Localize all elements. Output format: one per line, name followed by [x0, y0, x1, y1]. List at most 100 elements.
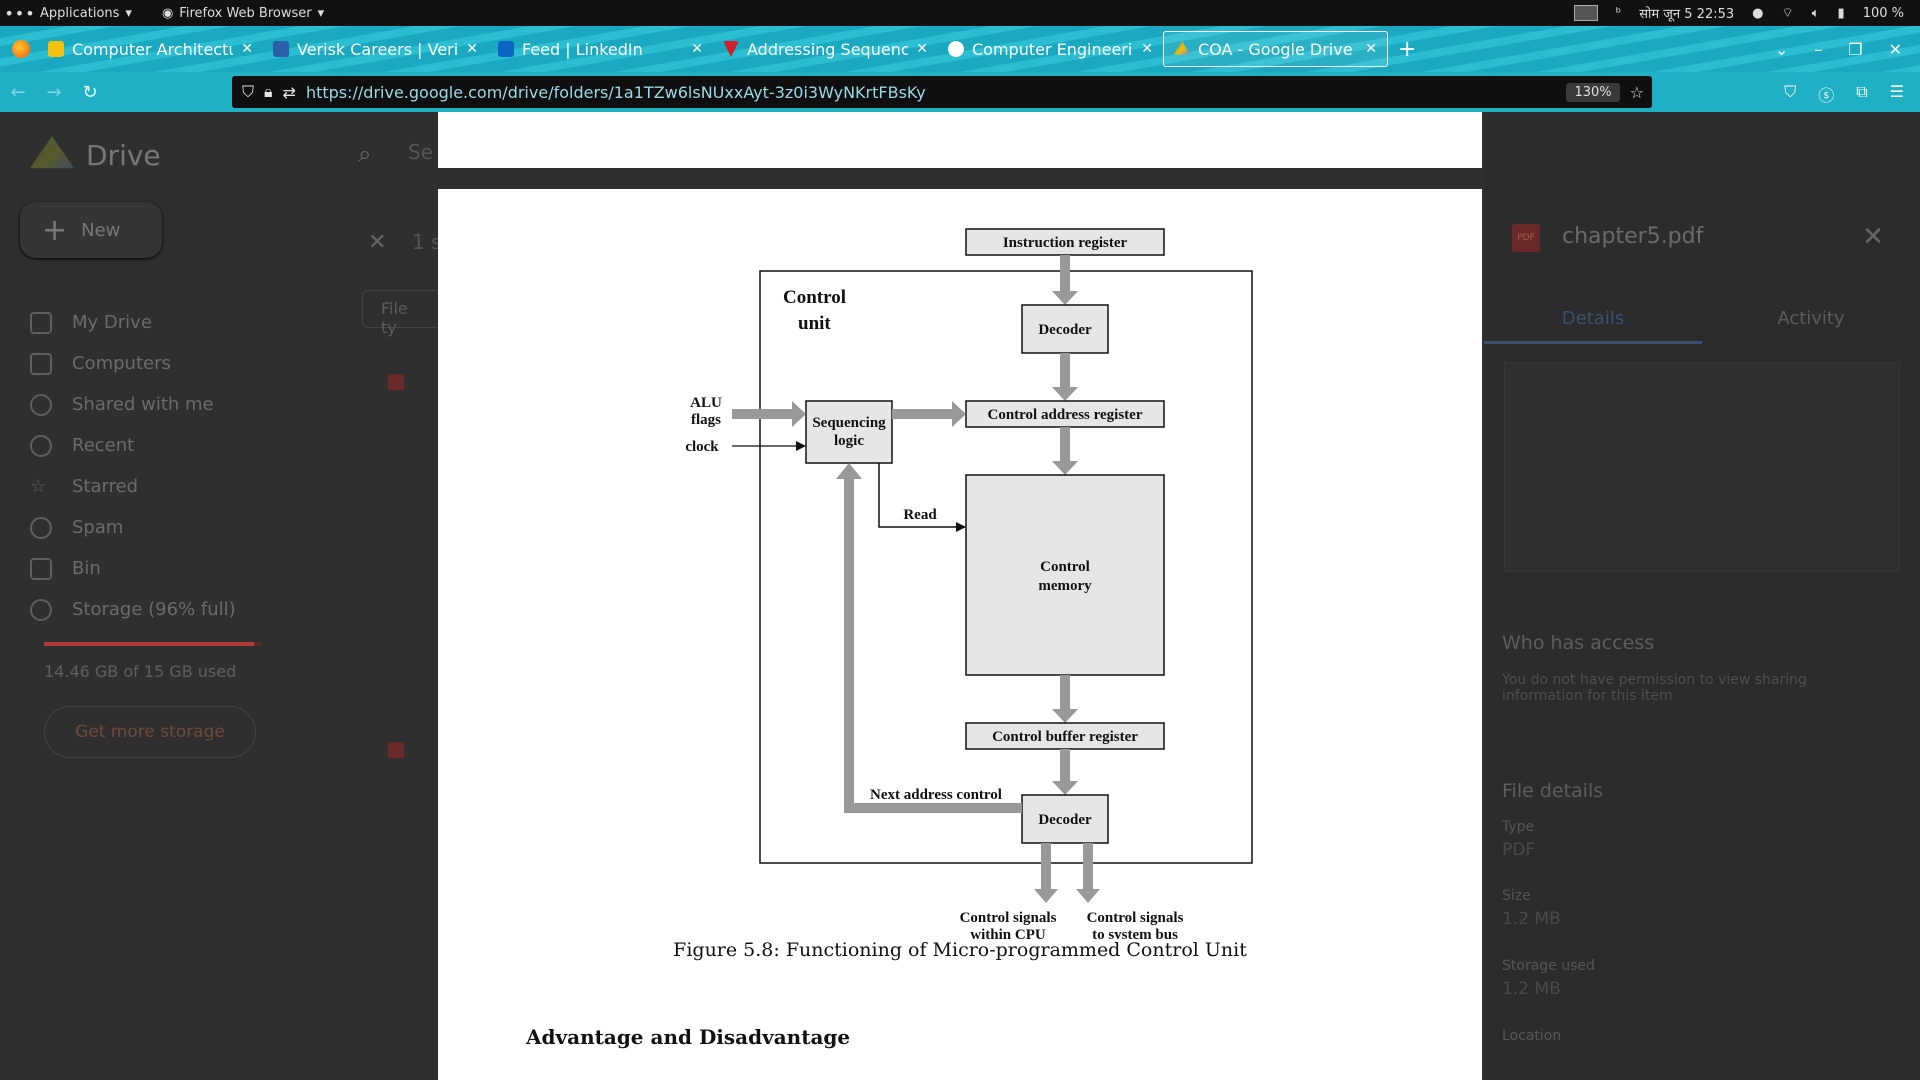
extension-s-icon[interactable]: ⓢ	[1818, 86, 1835, 105]
control-memory-label-1: Control	[1040, 559, 1090, 575]
tab-activity[interactable]: Activity	[1777, 308, 1845, 329]
activities-icon[interactable]: •••	[4, 3, 36, 23]
shield-icon[interactable]: ⛉	[242, 82, 255, 101]
decoder-bottom-label: Decoder	[1038, 812, 1092, 828]
file-preview-thumbnail[interactable]	[1504, 362, 1900, 572]
read-label: Read	[903, 507, 937, 523]
new-button[interactable]: + New	[20, 202, 162, 258]
new-button-label: New	[81, 219, 121, 241]
pdf-page: Control unit Instruction register Decode…	[438, 189, 1482, 1080]
tab-addressing-sequencing[interactable]: Addressing Sequencing ✕	[713, 31, 938, 67]
trash-icon	[30, 557, 52, 580]
bing-icon[interactable]: ᵇ	[1615, 5, 1622, 21]
browser-app-menu[interactable]: ◉ Firefox Web Browser ▾	[162, 6, 324, 21]
drive-logo[interactable]: Drive	[30, 136, 161, 174]
pdf-file-icon: PDF	[1512, 224, 1540, 252]
selection-count: 1 s	[412, 230, 442, 254]
close-icon[interactable]: ✕	[466, 41, 478, 57]
arrow-memory-to-cbr	[1052, 675, 1078, 723]
section-heading: Advantage and Disadvantage	[526, 1025, 851, 1049]
extensions-puzzle-icon[interactable]: ⧉	[1856, 82, 1868, 101]
size-value: 1.2 MB	[1502, 909, 1561, 929]
applications-menu[interactable]: Applications ▾	[40, 6, 132, 21]
cloud-icon	[30, 598, 52, 621]
minimize-icon[interactable]: –	[1814, 39, 1823, 59]
close-icon[interactable]: ✕	[1365, 41, 1377, 57]
sidebar-item-starred[interactable]: ☆Starred	[30, 466, 236, 507]
tab-linkedin[interactable]: Feed | LinkedIn ✕	[488, 31, 713, 67]
tab-coa-google-drive[interactable]: COA - Google Drive ✕	[1163, 31, 1388, 67]
close-window-icon[interactable]: ✕	[1888, 39, 1902, 59]
chevron-down-icon: ▾	[125, 5, 132, 21]
workspace-icon[interactable]	[1573, 5, 1598, 21]
close-icon[interactable]: ✕	[1141, 41, 1153, 57]
pdf-file-icon[interactable]	[388, 374, 404, 390]
tab-label: Computer Architecture	[72, 39, 233, 59]
next-address-control-label: Next address control	[870, 787, 1002, 803]
tab-details[interactable]: Details	[1484, 308, 1702, 344]
get-more-storage-button[interactable]: Get more storage	[44, 706, 256, 758]
close-icon[interactable]: ✕	[916, 41, 928, 57]
signals-cpu-label-2: within CPU	[970, 927, 1046, 939]
file-type-filter[interactable]: File ty	[362, 290, 442, 337]
restore-icon[interactable]: ❐	[1848, 39, 1863, 59]
chevron-down-icon: ▾	[317, 5, 325, 21]
figure-caption: Figure 5.8: Functioning of Micro-program…	[673, 939, 1247, 961]
zoom-level-badge[interactable]: 130%	[1566, 82, 1620, 102]
control-memory-box	[965, 474, 1165, 676]
sidebar-item-label: Bin	[72, 558, 101, 579]
wifi-icon[interactable]: ⌔	[1781, 6, 1794, 21]
sidebar-item-recent[interactable]: Recent	[30, 425, 236, 466]
pdf-file-icon[interactable]	[388, 742, 404, 758]
clock-datetime[interactable]: सोम जून 5 22:53	[1639, 7, 1735, 22]
lock-icon[interactable]: 🔒︎	[264, 82, 273, 101]
decoder-top-label: Decoder	[1038, 322, 1092, 338]
tab-computer-architecture[interactable]: Computer Architecture ✕	[38, 31, 263, 67]
hamburger-menu-icon[interactable]: ☰	[1889, 82, 1904, 101]
close-icon[interactable]: ✕	[241, 41, 253, 57]
computer-icon	[30, 352, 52, 375]
sidebar-item-storage[interactable]: Storage (96% full)	[30, 589, 236, 630]
arrow-car-to-memory	[1052, 427, 1078, 475]
sidebar-item-computers[interactable]: Computers	[30, 343, 236, 384]
alu-flags-label-1: ALU	[690, 395, 722, 411]
url-text[interactable]: https://drive.google.com/drive/folders/1…	[305, 82, 926, 102]
storage-used-text: 14.46 GB of 15 GB used	[44, 662, 237, 681]
close-icon[interactable]: ✕	[691, 41, 703, 57]
volume-icon[interactable]: 🔈︎	[1811, 5, 1820, 21]
arrow-decoder-to-car	[1052, 353, 1078, 401]
control-unit-label-2: unit	[798, 313, 831, 334]
reload-icon[interactable]: ↻	[82, 81, 98, 103]
plus-icon: +	[42, 212, 68, 248]
verisk-icon	[273, 41, 289, 57]
control-address-register-label: Control address register	[988, 407, 1143, 423]
search-input[interactable]: Se	[408, 140, 433, 164]
close-icon[interactable]: ✕	[1862, 222, 1884, 252]
battery-icon[interactable]: ▮	[1837, 5, 1845, 21]
search-icon[interactable]: ⌕	[358, 140, 372, 168]
permissions-icon[interactable]: ⇄	[282, 82, 296, 102]
tab-label: Feed | LinkedIn	[522, 39, 643, 59]
tab-label: Addressing Sequencing	[747, 39, 909, 59]
storage-used-label: Storage used	[1502, 958, 1595, 974]
star-bookmark-icon[interactable]: ☆	[1629, 82, 1644, 102]
address-bar[interactable]: ⛉ 🔒︎ ⇄ https://drive.google.com/drive/fo…	[232, 76, 1652, 108]
pocket-icon[interactable]: ⛉	[1784, 82, 1797, 101]
sidebar-item-my-drive[interactable]: My Drive	[30, 302, 236, 343]
tab-computer-engineering[interactable]: Computer Engineering ✕	[938, 31, 1163, 67]
back-arrow-icon[interactable]: ←	[10, 81, 26, 103]
tab-list-chevron-icon[interactable]: ⌄	[1774, 39, 1789, 59]
drive-folder-icon	[30, 311, 52, 334]
forward-arrow-icon[interactable]: →	[46, 81, 62, 103]
alu-flags-label-2: flags	[691, 412, 721, 428]
sidebar-item-bin[interactable]: Bin	[30, 548, 236, 589]
new-tab-plus-icon[interactable]: +	[1398, 36, 1417, 62]
browser-tab-bar: Computer Architecture ✕ Verisk Careers |…	[0, 26, 1920, 72]
storage-used-value: 1.2 MB	[1502, 979, 1561, 999]
tab-verisk-careers[interactable]: Verisk Careers | Verisk ✕	[263, 31, 488, 67]
location-label: Location	[1502, 1028, 1562, 1044]
sidebar-item-spam[interactable]: Spam	[30, 507, 236, 548]
sidebar-item-shared[interactable]: Shared with me	[30, 384, 236, 425]
sidebar-item-label: Spam	[72, 517, 124, 538]
clear-selection-close-icon[interactable]: ✕	[368, 230, 387, 255]
